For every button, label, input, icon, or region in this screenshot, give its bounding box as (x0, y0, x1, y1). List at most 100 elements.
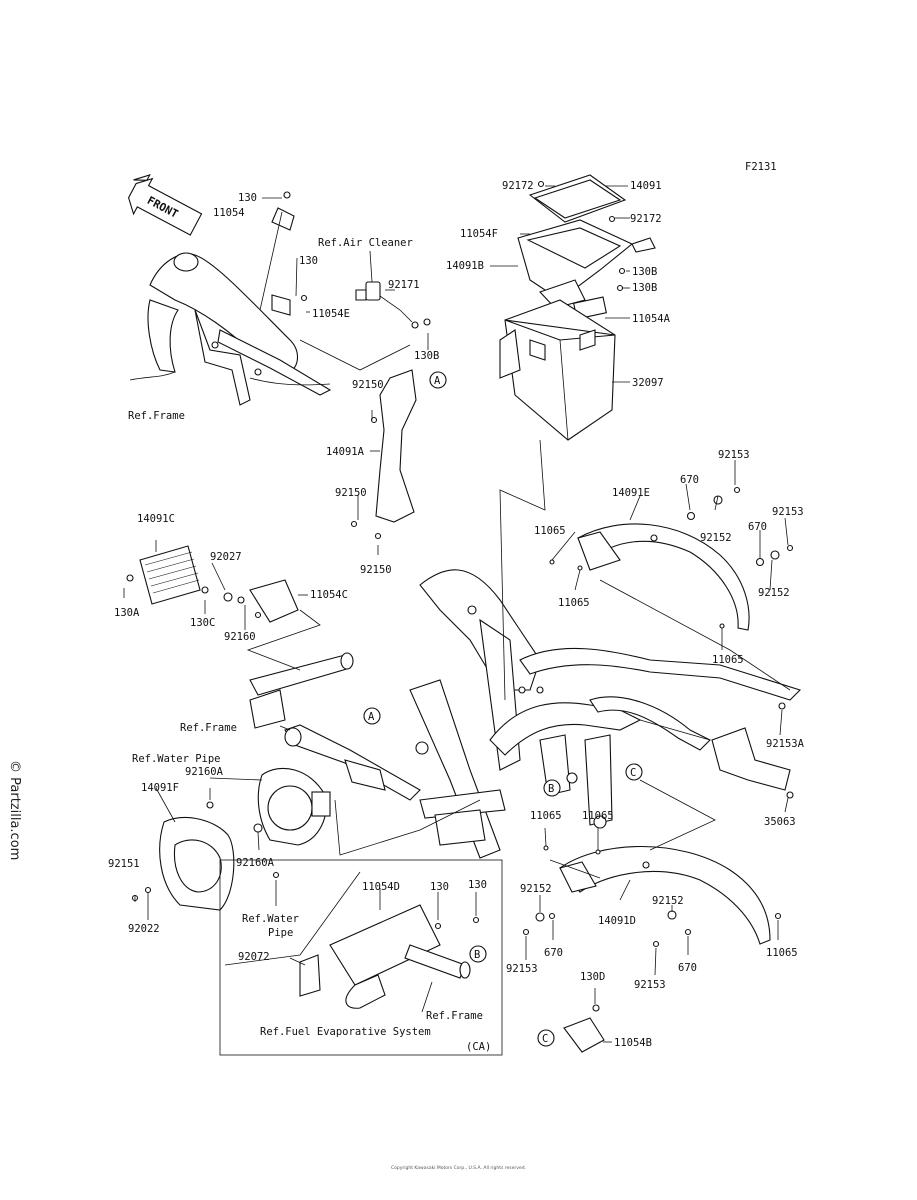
callout-b-mid: B (543, 779, 561, 797)
copyright-footer: Copyright Kawasaki Motors Corp., U.S.A. … (391, 1166, 526, 1171)
label-11054c: 11054C (310, 589, 348, 601)
callout-a-mid: A (363, 707, 381, 725)
bracket-11054b (563, 1004, 605, 1053)
bracket-35063 (711, 702, 794, 799)
label-32097: 32097 (632, 377, 664, 389)
label-92171: 92171 (388, 279, 420, 291)
radiator-grill-14091c (126, 545, 209, 605)
svg-text:C: C (542, 1033, 548, 1045)
label-11065-d: 11065 (530, 810, 562, 822)
label-92152-a: 92152 (700, 532, 732, 544)
label-130-d2: 130 (468, 879, 487, 891)
side-cover-14091d (522, 845, 782, 948)
air-cleaner-valve (355, 281, 431, 329)
label-92072: 92072 (238, 951, 270, 963)
side-cover-14091e (549, 486, 794, 631)
part-labels: 130 11054 Ref.Air Cleaner 130 92171 1105… (108, 180, 805, 1053)
figure-code: F2131 (745, 161, 777, 173)
label-92027: 92027 (210, 551, 242, 563)
label-11054b: 11054B (614, 1037, 652, 1049)
battery-case-14091b (517, 219, 656, 309)
label-130-top: 130 (238, 192, 257, 204)
label-11065-f: 11065 (766, 947, 798, 959)
front-down-tube (249, 652, 421, 801)
label-ref-pipe-bot: Pipe (268, 927, 293, 939)
label-14091c: 14091C (137, 513, 175, 525)
label-92152-c: 92152 (520, 883, 552, 895)
label-92153-a: 92153 (718, 449, 750, 461)
callout-b-bot: B (469, 945, 487, 963)
svg-text:A: A (368, 711, 375, 723)
frame-neck-illustration (129, 252, 332, 406)
label-92172-left: 92172 (502, 180, 534, 192)
callout-c-bot: C (537, 1029, 555, 1047)
label-130d: 130D (580, 971, 605, 983)
side-cover-14091f (131, 801, 280, 911)
callout-a-top: A (429, 371, 447, 389)
label-11054d: 11054D (362, 881, 400, 893)
svg-text:A: A (434, 375, 441, 387)
label-130b-a: 130B (632, 266, 657, 278)
label-670-c: 670 (544, 947, 563, 959)
callout-c-mid: C (625, 763, 643, 781)
label-92153-c: 92153 (506, 963, 538, 975)
label-11054e: 11054E (312, 308, 350, 320)
bracket-11054e (271, 294, 308, 316)
canister-assembly (219, 859, 503, 1056)
label-11054f: 11054F (460, 228, 498, 240)
label-92153a: 92153A (766, 738, 805, 750)
label-35063: 35063 (764, 816, 796, 828)
label-ca-note: (CA) (466, 1041, 491, 1053)
label-14091b: 14091B (446, 260, 484, 272)
svg-text:B: B (474, 949, 480, 961)
label-92152-d: 92152 (652, 895, 684, 907)
label-11065-a: 11065 (534, 525, 566, 537)
label-ref-air-cleaner: Ref.Air Cleaner (318, 237, 413, 249)
label-92160: 92160 (224, 631, 256, 643)
label-670-a: 670 (680, 474, 699, 486)
leader-lines (123, 185, 791, 1043)
label-130a: 130A (114, 607, 140, 619)
label-130b-b: 130B (632, 282, 657, 294)
label-ref-frame-top: Ref.Frame (128, 410, 185, 422)
label-92022: 92022 (128, 923, 160, 935)
label-11054: 11054 (213, 207, 245, 219)
label-14091f: 14091F (141, 782, 179, 794)
label-14091e: 14091E (612, 487, 650, 499)
label-ref-frame-bot: Ref.Frame (426, 1010, 483, 1022)
label-92160a-top: 92160A (185, 766, 224, 778)
label-ref-frame-mid: Ref.Frame (180, 722, 237, 734)
label-11054a: 11054A (632, 313, 671, 325)
svg-text:B: B (548, 783, 554, 795)
label-130-d1: 130 (430, 881, 449, 893)
label-92153-d: 92153 (634, 979, 666, 991)
label-92151: 92151 (108, 858, 140, 870)
side-cover-14091a (350, 369, 417, 540)
label-92160a-bot: 92160A (236, 857, 275, 869)
label-11065-e: 11065 (582, 810, 614, 822)
label-92153-b: 92153 (772, 506, 804, 518)
label-ref-water-pipe-top: Ref.Water Pipe (132, 753, 221, 765)
watermark: © Partzilla.com (7, 760, 22, 861)
label-14091a: 14091A (326, 446, 365, 458)
bracket-11054 (271, 191, 295, 231)
front-arrow-icon: FRONT (127, 174, 203, 236)
label-92150-bot: 92150 (360, 564, 392, 576)
water-pump-cover (257, 767, 331, 846)
battery-cover-14091 (528, 174, 627, 223)
label-ref-water-bot: Ref.Water (242, 913, 299, 925)
label-92150-top: 92150 (352, 379, 384, 391)
label-670-b: 670 (748, 521, 767, 533)
label-11065-b: 11065 (558, 597, 590, 609)
svg-text:C: C (630, 767, 636, 779)
label-92172-right: 92172 (630, 213, 662, 225)
label-11065-c: 11065 (712, 654, 744, 666)
main-frame (409, 569, 802, 859)
label-ref-fuel-evap: Ref.Fuel Evaporative System (260, 1026, 431, 1038)
label-14091d: 14091D (598, 915, 636, 927)
label-130b-left: 130B (414, 350, 439, 362)
label-130-mid: 130 (299, 255, 318, 267)
label-92150-mid: 92150 (335, 487, 367, 499)
label-670-d: 670 (678, 962, 697, 974)
